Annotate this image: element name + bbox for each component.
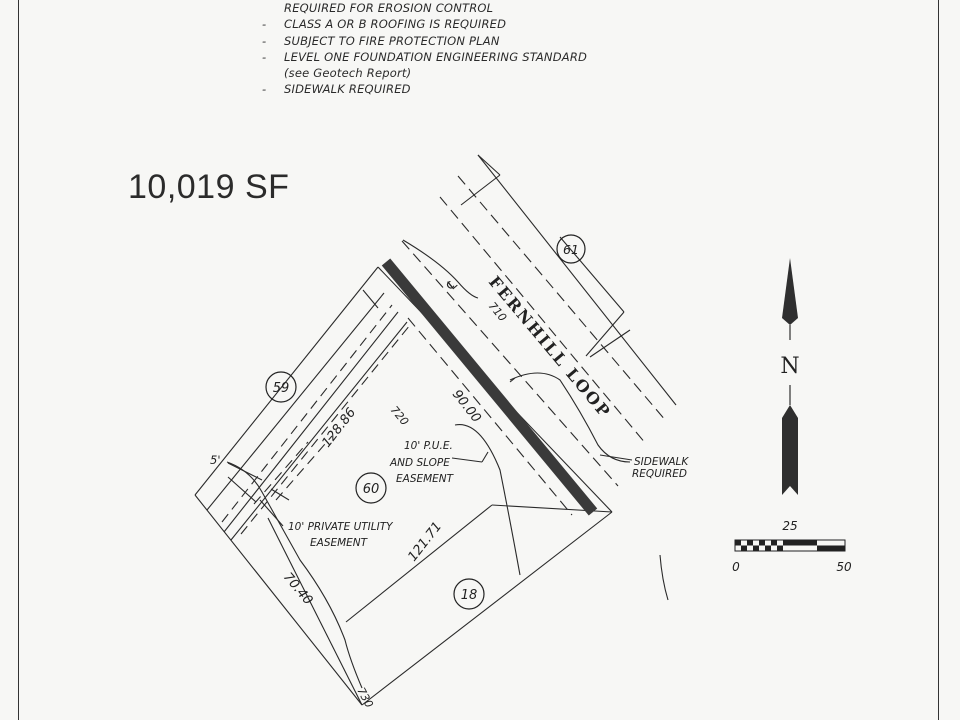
dashed-line (407, 317, 573, 516)
lot-boundary (267, 517, 363, 706)
row-line-outer (477, 154, 677, 406)
dimension-setback: 5' (210, 453, 220, 467)
dimension-left: 128.86 (319, 405, 359, 450)
dashed-line (457, 175, 667, 422)
left-border-line (18, 0, 19, 720)
dimension-arrow (227, 476, 257, 503)
scale-label-end: 50 (836, 560, 852, 574)
right-border-line (938, 0, 939, 720)
lot-number: 61 (563, 242, 579, 257)
private-easement-line2: EASEMENT (310, 537, 369, 549)
dashed-line (275, 435, 333, 501)
note-row: (see Geotech Report) (262, 65, 587, 81)
lot-boundary (477, 154, 501, 176)
note-row: -CLASS A OR B ROOFING IS REQUIRED (262, 17, 507, 32)
note-row: -LEVEL ONE FOUNDATION ENGINEERING STANDA… (262, 49, 588, 64)
lot-18-marker: 18 (453, 578, 485, 610)
lot-number: 60 (363, 482, 380, 497)
lot-number: 18 (461, 588, 478, 603)
dashed-line (253, 441, 309, 505)
lot-boundary (589, 329, 631, 358)
dimension-arrow (227, 462, 263, 481)
scale-label-mid: 25 (782, 519, 797, 533)
lot-boundary (194, 266, 379, 496)
scale-label-start: 0 (732, 560, 740, 574)
lot-60-marker: 60 (355, 472, 387, 504)
leader-line (509, 377, 516, 383)
lot-boundary (223, 311, 399, 533)
note-text: LEVEL ONE FOUNDATION ENGINEERING STANDAR… (284, 49, 588, 64)
leader-line (451, 457, 483, 463)
leader-line (259, 499, 284, 527)
dashed-line (240, 324, 411, 535)
lot-boundary (270, 488, 290, 501)
sidewalk-label-line2: REQUIRED (632, 468, 687, 480)
lot-61-marker: 61 (556, 234, 586, 264)
north-arrow-head (782, 258, 798, 325)
dashed-line (221, 304, 393, 523)
pue-label-line1: 10' P.U.E. (404, 440, 453, 452)
note-row: REQUIRED FOR EROSION CONTROL (262, 0, 587, 16)
contour-line (454, 424, 521, 576)
note-text: (see Geotech Report) (284, 66, 412, 81)
sidewalk-band (381, 258, 598, 516)
lot-59-marker: 59 (265, 371, 297, 403)
dashed-line (439, 196, 647, 445)
note-text: SIDEWALK REQUIRED (284, 82, 411, 97)
pue-label-line3: EASEMENT (396, 473, 455, 485)
dimension-right: 121.71 (405, 519, 445, 564)
lot-boundary (585, 311, 625, 357)
pue-label-line2: AND SLOPE (389, 457, 450, 469)
contour-730 (226, 461, 363, 689)
note-text: CLASS A OR B ROOFING IS REQUIRED (284, 17, 507, 32)
north-letter: N (780, 354, 799, 379)
lot-number: 59 (273, 381, 290, 396)
scale-bar: 25 0 50 (732, 519, 852, 574)
north-arrow-tail (782, 405, 798, 495)
note-row: -SUBJECT TO FIRE PROTECTION PLAN (262, 33, 500, 48)
lot-boundary (194, 494, 363, 706)
north-arrow: N (780, 258, 800, 495)
contour-label-730: 730 (354, 685, 375, 710)
dimension-rear: 70.40 (280, 570, 315, 608)
lot-boundary (345, 504, 493, 623)
contour-710 (402, 239, 479, 299)
dimension-front: 90.00 (449, 387, 484, 426)
contour-line (659, 554, 669, 601)
lot-boundary (206, 292, 385, 511)
note-text: SUBJECT TO FIRE PROTECTION PLAN (284, 33, 500, 48)
note-text: REQUIRED FOR EROSION CONTROL (284, 1, 494, 15)
lot-boundary (460, 174, 501, 206)
sidewalk-label-line1: SIDEWALK (634, 456, 689, 468)
contour-line (509, 372, 631, 463)
centerline-symbol: ℄ (443, 276, 462, 295)
contour-label-720: 720 (388, 404, 411, 428)
lot-boundary (361, 511, 613, 706)
note-row: -SIDEWALK REQUIRED (262, 82, 411, 97)
dashed-line (401, 240, 619, 487)
general-notes: REQUIRED FOR EROSION CONTROL -CLASS A OR… (262, 0, 587, 98)
lot-boundary (230, 321, 408, 541)
lot-boundary (362, 289, 379, 309)
private-easement-line1: 10' PRIVATE UTILITY (288, 521, 394, 533)
lot-boundary (559, 236, 625, 313)
leader-line (481, 451, 489, 463)
lot-area-label: 10,019 SF (128, 168, 290, 206)
leader-line (599, 454, 633, 461)
